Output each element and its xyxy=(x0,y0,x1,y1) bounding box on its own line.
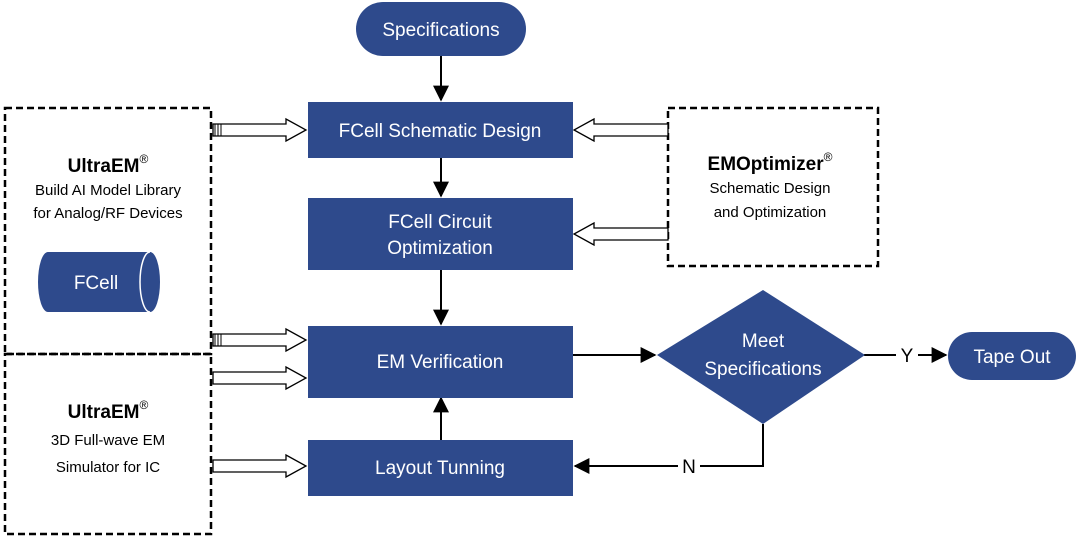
node-tape-out: Tape Out xyxy=(948,332,1076,380)
emoptimizer-title: EMOptimizer® xyxy=(708,150,833,175)
flow-connectors xyxy=(433,56,948,474)
ultraem-library-desc-line2: for Analog/RF Devices xyxy=(33,205,182,222)
em-verification-label: EM Verification xyxy=(377,352,504,373)
schematic-design-label: FCell Schematic Design xyxy=(339,121,542,142)
decision-label-line2: Specifications xyxy=(704,359,821,380)
emoptimizer-desc-line2: and Optimization xyxy=(714,204,827,221)
tool-group-ultraem-library: UltraEM® Build AI Model Library for Anal… xyxy=(3,106,213,356)
hollow-arrow-library-to-schematic xyxy=(212,117,308,143)
hollow-arrow-simulator-to-verification xyxy=(212,365,308,391)
circuit-optimization-label-line2: Optimization xyxy=(387,238,493,259)
emoptimizer-desc-line1: Schematic Design xyxy=(710,180,831,197)
tool-group-ultraem-simulator: UltraEM® 3D Full-wave EM Simulator for I… xyxy=(3,352,213,536)
hollow-arrow-hatches xyxy=(214,124,222,346)
node-circuit-optimization: FCell Circuit Optimization xyxy=(308,198,573,270)
hollow-arrow-optimizer-to-circuit xyxy=(572,221,669,247)
dashed-border-emoptimizer xyxy=(666,106,880,268)
circuit-optimization-label-line1: FCell Circuit xyxy=(388,212,492,233)
yes-label: Y xyxy=(901,346,914,367)
ultraem-simulator-title: UltraEM® xyxy=(68,398,149,423)
dashed-border-ultraem-library xyxy=(3,106,213,356)
layout-tuning-label: Layout Tunning xyxy=(375,458,505,479)
ultraem-library-desc-line1: Build AI Model Library xyxy=(35,182,181,199)
no-label: N xyxy=(682,457,696,478)
node-decision-meet-specifications: Meet Specifications xyxy=(657,290,865,424)
ultraem-library-title: UltraEM® xyxy=(68,152,149,177)
fcell-database-label: FCell xyxy=(74,273,118,294)
dashed-border-ultraem-simulator xyxy=(3,352,213,536)
node-specifications: Specifications xyxy=(356,2,526,56)
node-em-verification: EM Verification xyxy=(308,326,573,398)
hollow-arrow-library-to-verification xyxy=(212,327,308,353)
node-schematic-design: FCell Schematic Design xyxy=(308,102,573,158)
node-layout-tuning: Layout Tunning xyxy=(308,440,573,496)
hollow-arrow-optimizer-to-schematic xyxy=(572,117,669,143)
tool-group-emoptimizer: EMOptimizer® Schematic Design and Optimi… xyxy=(666,106,880,268)
specifications-label: Specifications xyxy=(382,20,499,41)
tape-out-label: Tape Out xyxy=(973,347,1051,368)
arrow-decision-no-path1 xyxy=(700,424,764,467)
fcell-database-icon: FCell xyxy=(38,251,160,313)
hollow-arrow-simulator-to-layout xyxy=(212,453,308,479)
ultraem-simulator-desc-line2: Simulator for IC xyxy=(56,459,160,476)
decision-label-line1: Meet xyxy=(742,331,785,352)
ultraem-simulator-desc-line1: 3D Full-wave EM xyxy=(51,432,165,449)
tool-feed-arrows xyxy=(212,117,669,479)
